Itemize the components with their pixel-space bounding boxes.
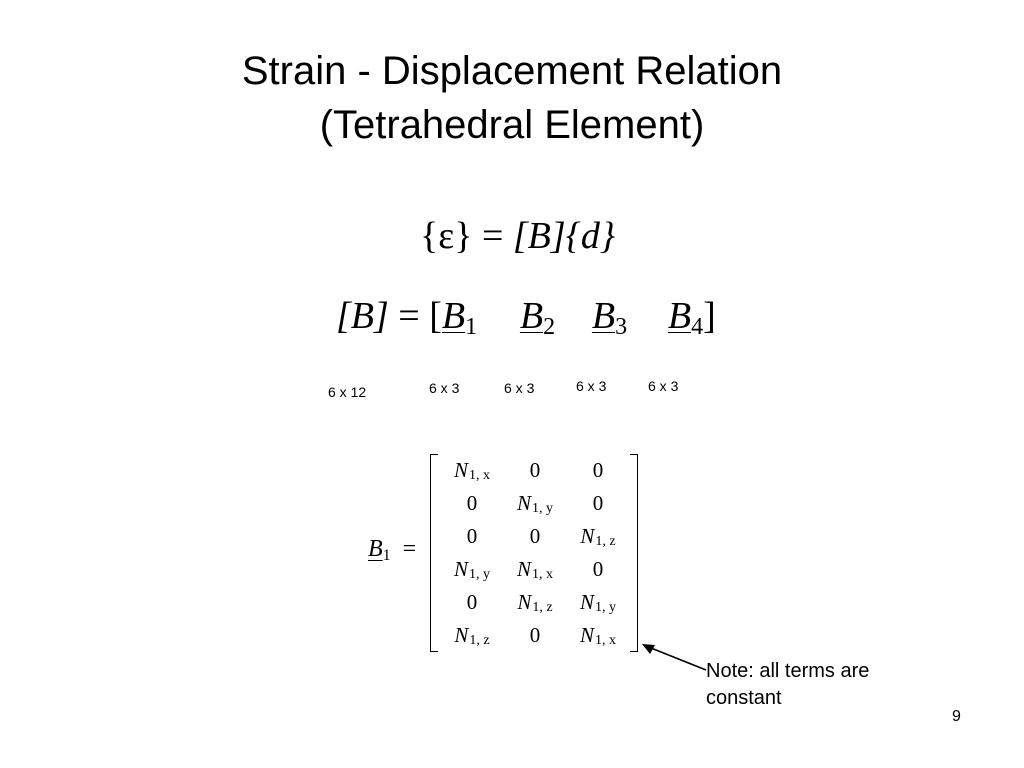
b-matrix-lhs: [B] <box>336 295 389 337</box>
matrix-cell: 0 <box>466 524 478 548</box>
title-line-2: (Tetrahedral Element) <box>319 103 705 147</box>
block-b4: B4 <box>667 295 704 340</box>
title-line-1: Strain - Displacement Relation <box>241 49 783 93</box>
displacement-vector: {d} <box>565 215 616 257</box>
b1-matrix-label: B1 = <box>368 536 417 564</box>
matrix-cell: 0 <box>529 524 541 548</box>
dimension-b: 6 x 12 <box>328 384 367 400</box>
dimension-b3: 6 x 3 <box>576 378 607 394</box>
b-matrix-symbol: [B] <box>512 215 566 257</box>
slide-title: Strain - Displacement Relation (Tetrahed… <box>0 44 1024 152</box>
equals-sign: = <box>481 215 504 257</box>
matrix-cell: 0 <box>529 623 541 647</box>
matrix-cell: 0 <box>592 557 604 581</box>
block-b2: B2 <box>519 295 556 340</box>
dimension-b2: 6 x 3 <box>504 380 535 396</box>
b-partition-equation: [B] = [B1 B2 B3 B4] <box>336 294 716 340</box>
note-text: Note: all terms are constant <box>706 658 946 712</box>
matrix-cell: 0 <box>466 491 478 515</box>
block-b1: B1 <box>441 295 478 340</box>
matrix-cell: 0 <box>466 590 478 614</box>
open-bracket: [ <box>429 295 442 337</box>
matrix-cell: 0 <box>592 491 604 515</box>
note-line-1: Note: all terms are <box>706 660 870 682</box>
close-bracket: ] <box>703 295 716 337</box>
matrix-right-bracket <box>630 454 638 652</box>
note-arrow-icon <box>642 644 707 671</box>
note-line-2: constant <box>706 687 782 709</box>
equals-sign: = <box>398 295 420 337</box>
matrix-left-bracket <box>430 454 438 652</box>
matrix-cell: 0 <box>529 458 541 482</box>
matrix-cell: 0 <box>592 458 604 482</box>
strain-displacement-equation: {ε} = [B]{d} <box>420 214 615 258</box>
page-number: 9 <box>952 708 961 725</box>
dimension-b4: 6 x 3 <box>648 378 679 394</box>
dimension-b1: 6 x 3 <box>429 380 460 396</box>
block-b3: B3 <box>591 295 628 340</box>
strain-vector: {ε} <box>420 215 473 257</box>
